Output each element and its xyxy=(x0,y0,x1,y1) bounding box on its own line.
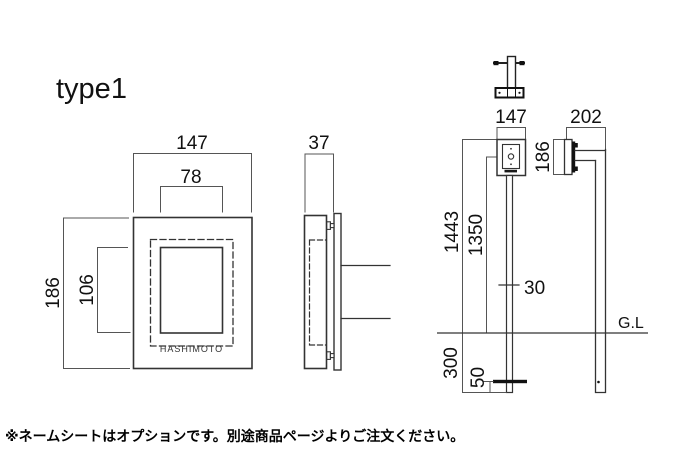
ground-line-label: G.L xyxy=(618,315,644,332)
plan-crossbar-end-right xyxy=(519,61,525,66)
dim-label-center-height: 1350 xyxy=(466,214,487,256)
dim-label-anchor-offset: 50 xyxy=(468,367,489,388)
side-pole-plate xyxy=(563,138,573,176)
anchor-bar xyxy=(493,379,527,384)
plan-pole xyxy=(506,55,517,89)
pole-plate-outline xyxy=(496,138,527,177)
dim-line-inner-width xyxy=(160,186,223,213)
dim-line-depth xyxy=(304,153,334,213)
plan-bolt-left xyxy=(498,91,501,94)
ground-line-group: G.L xyxy=(437,315,648,334)
side-anchor-dot xyxy=(597,380,600,384)
dim-label-outer-width: 147 xyxy=(176,133,208,154)
dim-line-pole-plate-width xyxy=(496,127,526,139)
dim-label-embed-depth: 300 xyxy=(441,347,462,379)
pole-side-view: 202 186 xyxy=(533,107,607,394)
plan-crossbar-end-left xyxy=(493,61,499,66)
pole-side xyxy=(594,148,607,394)
dim-line-inner-height xyxy=(97,247,131,333)
pole-plate-nameplate xyxy=(504,169,517,173)
dim-label-overall-depth: 202 xyxy=(570,107,602,128)
dim-label-pole-plate-width: 147 xyxy=(495,107,527,128)
dim-line-center-height xyxy=(486,156,508,334)
dim-line-outer-height xyxy=(63,217,130,369)
pole-plate-dot-top xyxy=(510,147,512,150)
plan-view xyxy=(493,55,525,99)
dim-line-plate-height xyxy=(553,139,564,175)
dim-line-total-height xyxy=(462,139,498,334)
side-plate-body xyxy=(303,214,328,370)
dim-line-anchor-offset xyxy=(483,381,494,393)
plate-window xyxy=(159,246,224,334)
pole-front-view: 147 1443 1350 30 300 xyxy=(441,107,545,394)
pole-front xyxy=(505,174,514,394)
dim-line-embed-depth xyxy=(462,332,507,393)
side-pole-bolt-bottom xyxy=(575,166,578,171)
dim-label-inner-width: 78 xyxy=(180,167,201,188)
pole-plate-center-hole xyxy=(507,153,515,160)
brand-logo-text: HASHIMOTO xyxy=(160,344,223,354)
plan-plate xyxy=(494,87,525,99)
side-pole-bolt-top xyxy=(575,143,578,148)
mount-bolt-bottom xyxy=(326,351,335,360)
pole-plate-dot-bottom xyxy=(510,163,512,166)
side-backing-plate xyxy=(333,212,342,371)
dim-label-inner-height: 106 xyxy=(77,274,98,306)
side-view: 37 xyxy=(303,133,391,371)
front-view: 147 78 186 106 HASHIMOTO xyxy=(43,133,253,370)
type-title: type1 xyxy=(56,73,127,105)
dim-label-pole-width: 30 xyxy=(524,278,545,299)
dim-line-overall-depth xyxy=(566,127,606,150)
mount-bolt-top xyxy=(326,221,335,230)
dim-label-total-height: 1443 xyxy=(442,211,463,253)
side-pole-backing xyxy=(572,141,576,173)
plan-bolt-right xyxy=(518,91,521,94)
dim-line-outer-width xyxy=(133,153,252,213)
name-sheet-dashed-zone xyxy=(149,238,234,347)
dim-label-outer-height: 186 xyxy=(43,277,64,309)
dim-label-plate-height: 186 xyxy=(533,141,554,173)
side-name-sheet-dashed xyxy=(308,239,327,346)
option-footnote: ※ネームシートはオプションです。別途商品ページよりご注文ください。 xyxy=(5,429,465,445)
dim-label-depth: 37 xyxy=(308,133,329,154)
